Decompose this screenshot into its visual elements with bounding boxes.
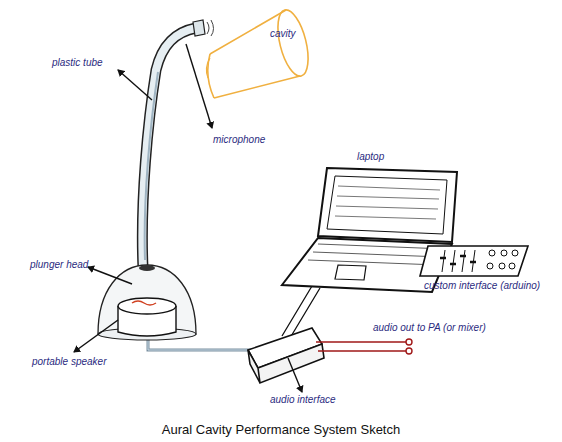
wire-jack: [406, 339, 412, 345]
part-label: plastic tube: [52, 57, 103, 68]
part-label: audio interface: [270, 394, 336, 405]
audio-interface-side: [248, 344, 324, 383]
part-label: custom interface (arduino): [424, 280, 540, 291]
trackpad: [335, 265, 366, 280]
screen-lines: [335, 186, 440, 219]
part-label: laptop: [357, 151, 384, 162]
plastic-tube: [142, 28, 196, 268]
slider-knobs: [440, 256, 476, 264]
sound-lines: [207, 20, 214, 36]
node-label: cavity: [270, 28, 296, 39]
plastic-tube-outline: [142, 28, 196, 268]
microphone-symbol: [193, 20, 205, 36]
speaker-top: [118, 298, 176, 314]
leader-arrows: [74, 44, 302, 392]
custom-interface: [420, 246, 528, 276]
tube-joint: [139, 265, 155, 271]
speaker-mark: [132, 301, 156, 305]
part-label: microphone: [213, 134, 265, 145]
laptop-screen: [318, 168, 457, 242]
cavity-cup: cavity: [200, 2, 318, 102]
laptop-display: [327, 176, 447, 234]
wire-jack: [406, 348, 412, 354]
caption: Aural Cavity Performance System Sketch: [0, 422, 562, 437]
audio-out-wire: [316, 342, 406, 351]
signal-label: audio out to PA (or mixer): [373, 322, 486, 333]
part-label: portable speaker: [32, 356, 107, 367]
knob-buttons: [487, 250, 518, 269]
part-label: plunger head: [30, 259, 88, 270]
cup-outline: [200, 2, 318, 102]
